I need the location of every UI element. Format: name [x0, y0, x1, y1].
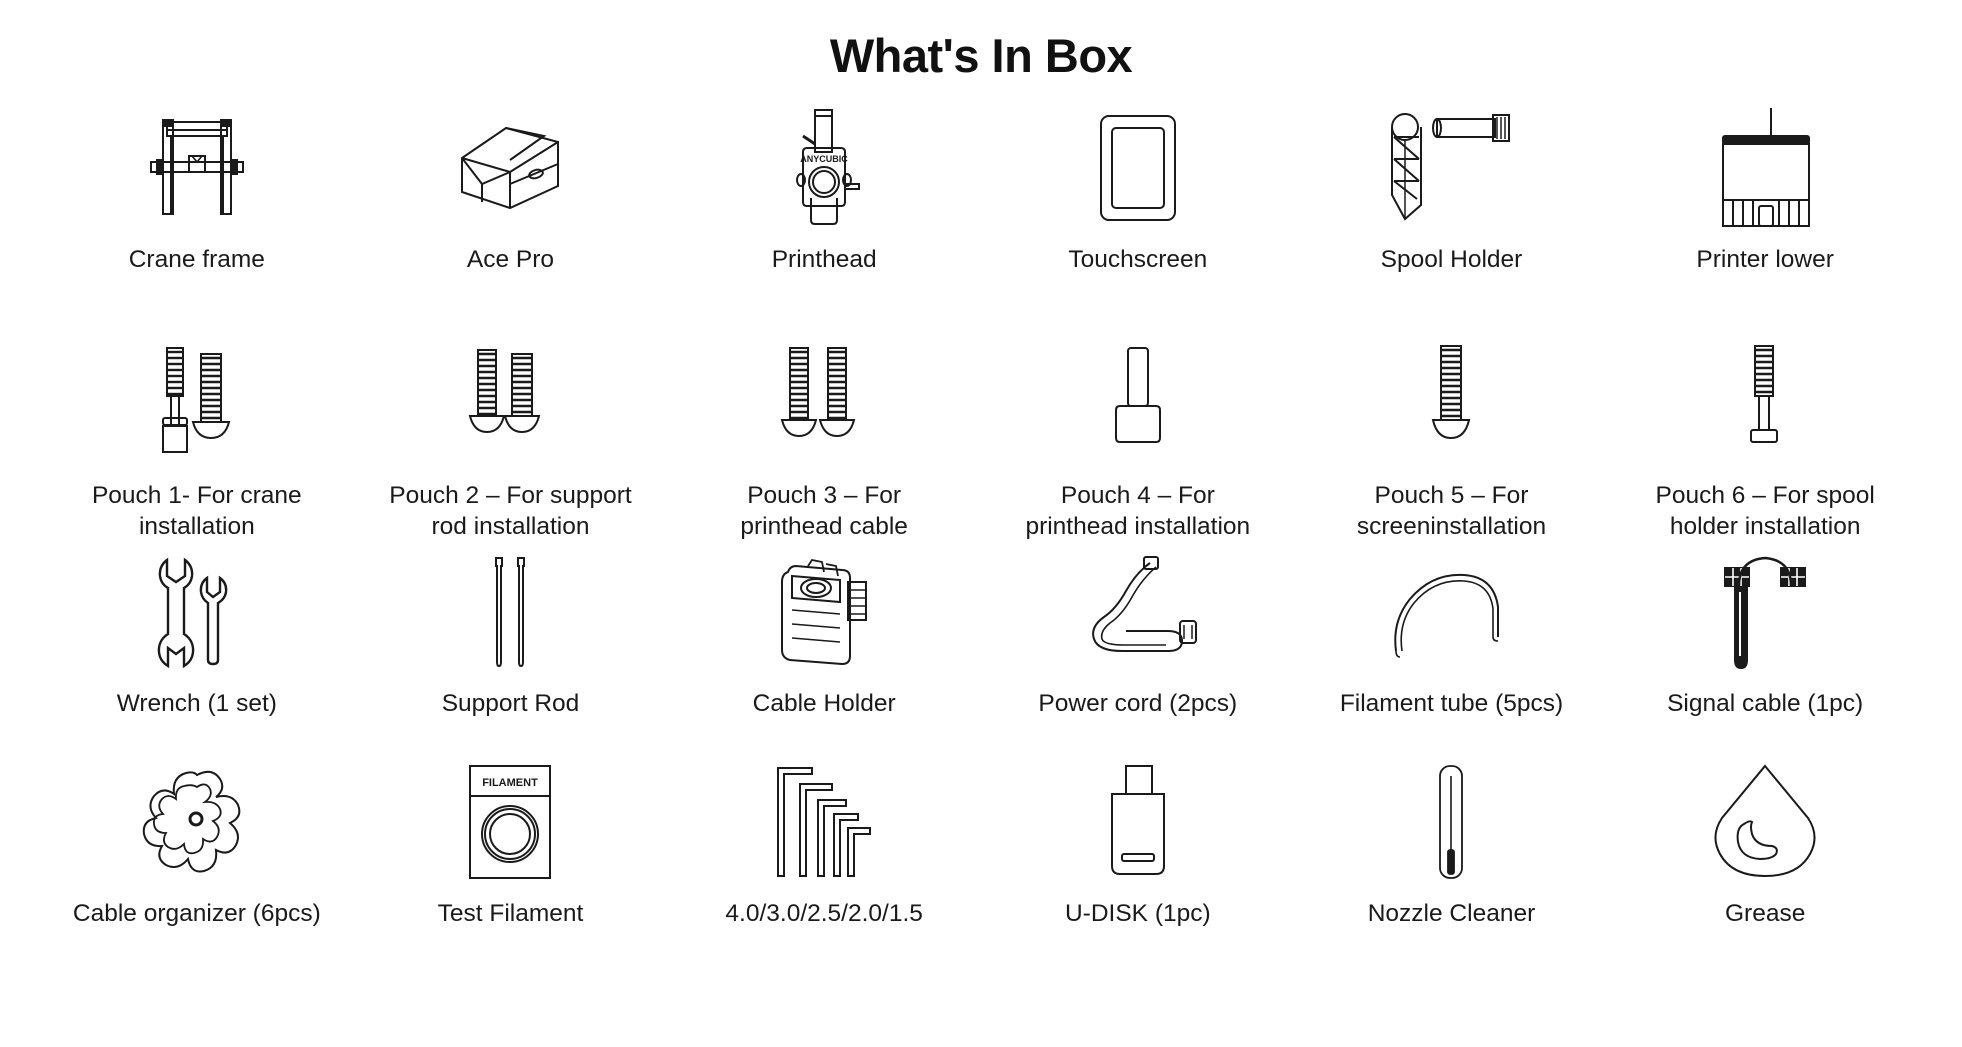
item-pouch-1[interactable]: Pouch 1- For crane installation: [40, 336, 354, 546]
single-bolt-icon: [981, 336, 1295, 464]
single-screw-icon: [1295, 336, 1609, 464]
item-label: Spool Holder: [1380, 245, 1523, 273]
screws-pair-icon: [40, 336, 354, 464]
item-label: Wrench (1 set): [116, 689, 277, 717]
item-test-filament[interactable]: FILAMENT Test Filament: [354, 758, 668, 963]
item-pouch-2[interactable]: Pouch 2 – For support rod installation: [354, 336, 668, 546]
item-row-2: Pouch 1- For crane installation: [0, 336, 1962, 546]
item-label: Pouch 1- For crane installation: [91, 481, 302, 541]
item-label: Ace Pro: [466, 245, 555, 273]
spool-holder-icon: [1295, 104, 1609, 232]
item-row-3: Wrench (1 set) Support Rod: [0, 548, 1962, 756]
item-allen-keys[interactable]: 4.0/3.0/2.5/2.0/1.5: [667, 758, 981, 963]
wrench-pair-icon: [40, 548, 354, 676]
allen-keys-icon: [667, 758, 981, 886]
screws-pair-icon: [667, 336, 981, 464]
item-cable-organizer[interactable]: Cable organizer (6pcs): [40, 758, 354, 963]
item-label: 4.0/3.0/2.5/2.0/1.5: [725, 899, 923, 927]
item-row-4: Cable organizer (6pcs) FILAMENT Test Fil…: [0, 758, 1962, 963]
item-signal-cable[interactable]: Signal cable (1pc): [1608, 548, 1922, 756]
cable-holder-icon: [667, 548, 981, 676]
printhead-brand-text: ANYCUBIC: [800, 154, 848, 164]
item-label: Pouch 2 – For support rod installation: [389, 481, 632, 541]
cable-organizer-icon: [40, 758, 354, 886]
item-label: Power cord (2pcs): [1038, 689, 1238, 717]
printhead-icon: ANYCUBIC: [667, 104, 981, 232]
item-label: Pouch 3 – For printhead cable: [740, 481, 908, 541]
screws-pair-icon: [354, 336, 668, 464]
filament-spool-box-icon: FILAMENT: [354, 758, 668, 886]
page-title: What's In Box: [829, 29, 1133, 82]
item-label: Pouch 4 – For printhead installation: [1025, 481, 1251, 541]
item-pouch-4[interactable]: Pouch 4 – For printhead installation: [981, 336, 1295, 546]
item-u-disk[interactable]: U-DISK (1pc): [981, 758, 1295, 963]
item-label: Support Rod: [441, 689, 580, 717]
crane-frame-icon: [40, 104, 354, 232]
item-printer-lower[interactable]: Printer lower: [1608, 104, 1922, 314]
item-label: Grease: [1724, 899, 1806, 927]
item-filament-tube[interactable]: Filament tube (5pcs): [1295, 548, 1609, 756]
item-label: Cable organizer (6pcs): [72, 899, 321, 927]
ace-pro-box-icon: [354, 104, 668, 232]
item-crane-frame[interactable]: Crane frame: [40, 104, 354, 314]
item-label: Pouch 6 – For spool holder installation: [1655, 481, 1875, 541]
item-nozzle-cleaner[interactable]: Nozzle Cleaner: [1295, 758, 1609, 963]
item-label: Filament tube (5pcs): [1339, 689, 1564, 717]
item-label: Test Filament: [437, 899, 584, 927]
item-ace-pro[interactable]: Ace Pro: [354, 104, 668, 314]
item-label: Touchscreen: [1068, 245, 1208, 273]
grease-droplet-icon: [1608, 758, 1922, 886]
item-label: Signal cable (1pc): [1667, 689, 1864, 717]
item-label: Printer lower: [1696, 245, 1834, 273]
item-label: Printhead: [771, 245, 877, 273]
item-pouch-6[interactable]: Pouch 6 – For spool holder installation: [1608, 336, 1922, 546]
usb-drive-icon: [981, 758, 1295, 886]
item-pouch-5[interactable]: Pouch 5 – For screeninstallation: [1295, 336, 1609, 546]
filament-tube-icon: [1295, 548, 1609, 676]
signal-cable-icon: [1608, 548, 1922, 676]
touchscreen-icon: [981, 104, 1295, 232]
item-cable-holder[interactable]: Cable Holder: [667, 548, 981, 756]
item-label: Pouch 5 – For screeninstallation: [1356, 481, 1547, 541]
item-label: Cable Holder: [752, 689, 896, 717]
printer-lower-icon: [1608, 104, 1922, 232]
item-label: Nozzle Cleaner: [1367, 899, 1536, 927]
item-row-1: Crane frame Ace Pro: [0, 104, 1962, 314]
support-rod-icon: [354, 548, 668, 676]
nozzle-cleaner-icon: [1295, 758, 1609, 886]
item-support-rod[interactable]: Support Rod: [354, 548, 668, 756]
filament-box-text: FILAMENT: [483, 777, 539, 789]
item-touchscreen[interactable]: Touchscreen: [981, 104, 1295, 314]
item-wrench[interactable]: Wrench (1 set): [40, 548, 354, 756]
item-label: Crane frame: [128, 245, 265, 273]
item-printhead[interactable]: ANYCUBIC Printhead: [667, 104, 981, 314]
item-grease[interactable]: Grease: [1608, 758, 1922, 963]
power-cord-icon: [981, 548, 1295, 676]
item-power-cord[interactable]: Power cord (2pcs): [981, 548, 1295, 756]
item-pouch-3[interactable]: Pouch 3 – For printhead cable: [667, 336, 981, 546]
single-screw-icon: [1608, 336, 1922, 464]
item-label: U-DISK (1pc): [1064, 899, 1211, 927]
item-spool-holder[interactable]: Spool Holder: [1295, 104, 1609, 314]
